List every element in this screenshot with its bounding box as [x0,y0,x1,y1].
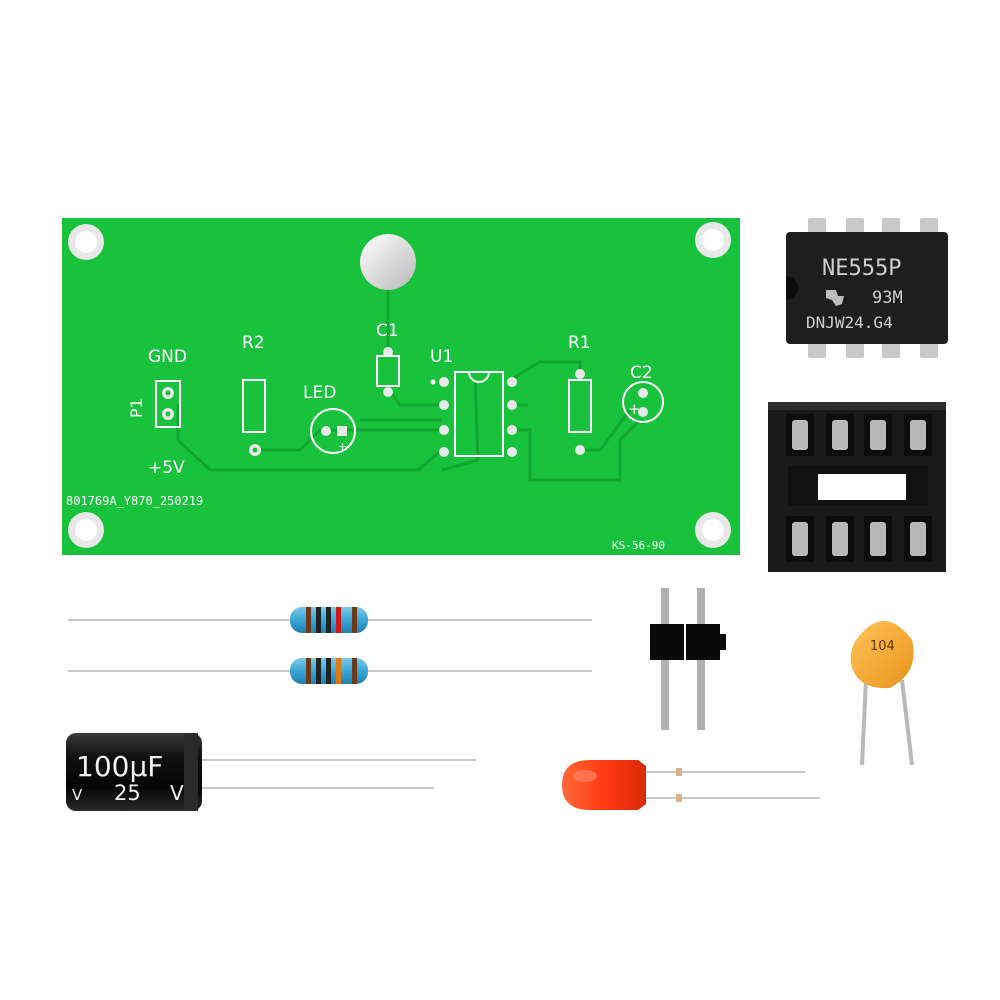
electrolytic-capacitor: 100μF V 25 V [66,733,476,811]
label-r2: R2 [242,333,265,353]
board-code: 801769A_Y870_250219 [66,494,203,508]
resistor [68,658,592,684]
capacitor-voltage: 25 [114,781,141,805]
board-model: KS-56-90 [612,539,665,552]
p1-footprint [155,380,181,428]
c2-plus-mark: + [628,400,641,418]
label-gnd: GND [148,347,187,367]
pcb-board: GND P1 +5V R2 + LED C1 [62,218,740,555]
c1-footprint [376,347,400,397]
mounting-hole [68,512,104,548]
label-c2: C2 [630,363,653,383]
label-u1: U1 [430,347,453,367]
socket-contacts-top [786,414,932,456]
label-p1: P1 [127,398,146,418]
capacitor-unit-right: V [170,781,184,805]
label-r1: R1 [568,333,591,353]
led-component [562,760,820,810]
dip8-socket [768,402,946,572]
mounting-hole [68,224,104,260]
resistor [68,607,592,633]
pin-header [650,588,726,730]
r1-footprint [568,369,592,455]
led-footprint: + [310,408,356,454]
led-plus-mark: + [338,440,347,453]
label-led: LED [303,383,336,403]
label-c1: C1 [376,321,399,341]
ceramic-code: 104 [870,639,895,654]
ic-line2: 93M [872,288,903,308]
ne555-ic: NE555P 93M DNJW24.G4 [786,218,948,358]
capacitor-value: 100μF [76,750,163,783]
capacitor-unit-left: V [72,786,83,804]
ic-line3: DNJW24.G4 [806,313,893,332]
c2-footprint: + [622,381,664,423]
mounting-hole [695,512,731,548]
label-plus-5v: +5V [148,458,185,478]
u1-footprint [430,371,517,457]
mounting-hole [695,222,731,258]
r2-footprint [242,379,266,456]
ic-line1: NE555P [822,256,901,281]
socket-contacts-bottom [786,516,932,562]
texas-instruments-logo-icon [826,290,844,306]
touch-pad [360,234,416,290]
ceramic-capacitor: 104 [850,621,914,766]
